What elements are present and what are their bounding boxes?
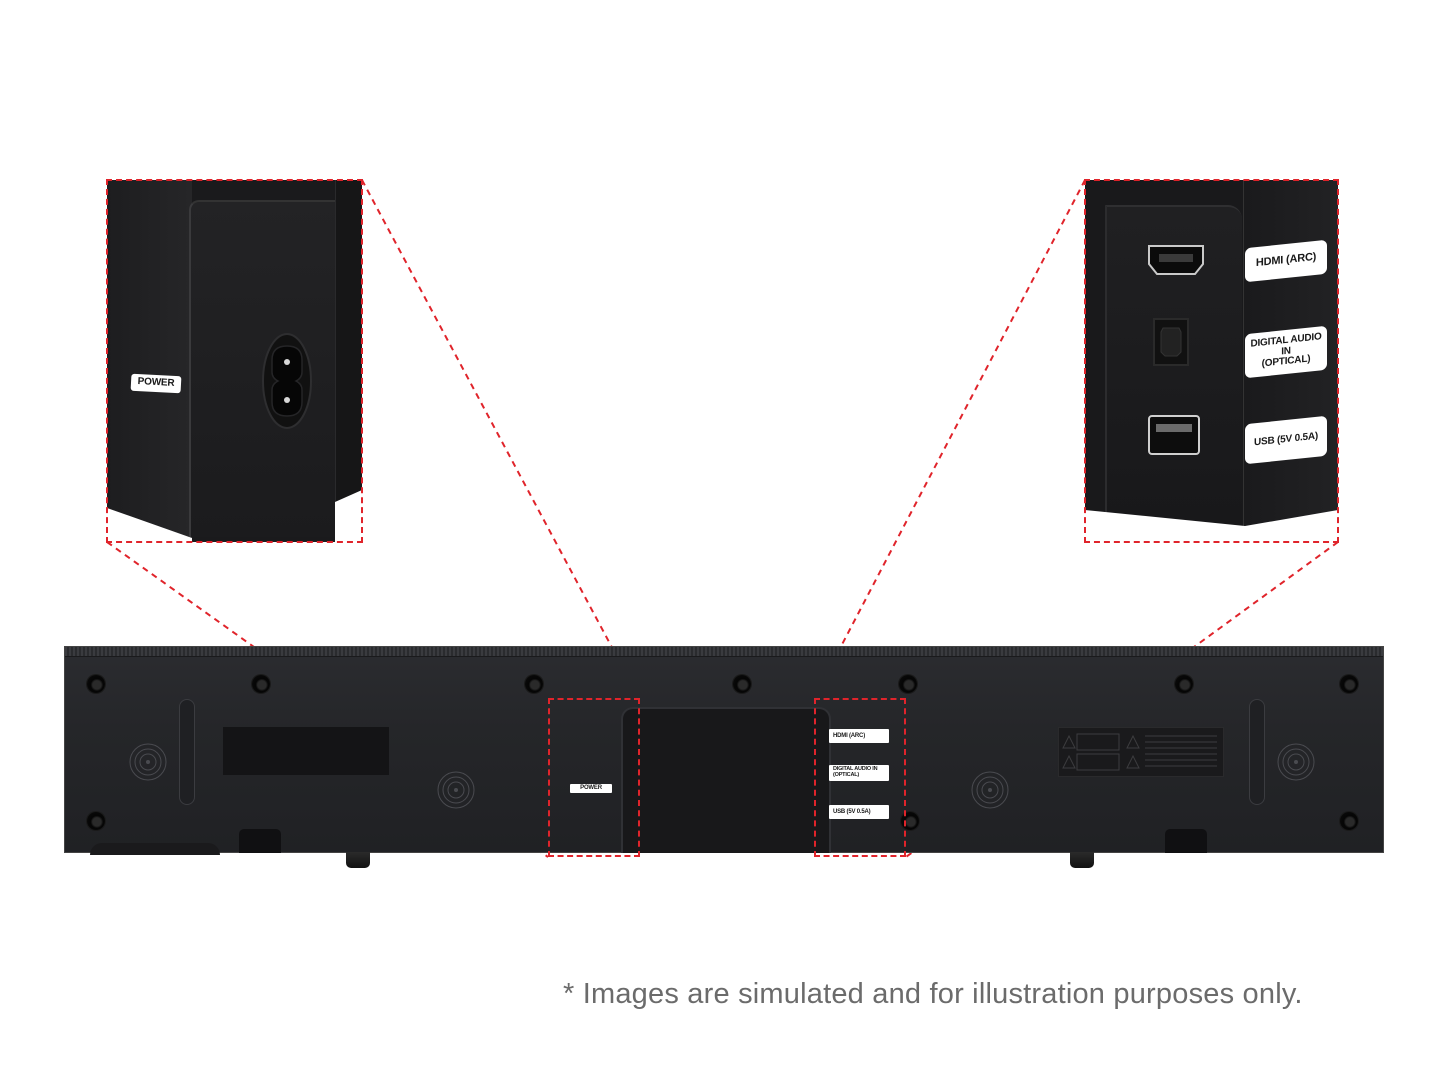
leg	[346, 852, 370, 868]
bottom-clip	[239, 829, 281, 853]
bar-optical-label: DIGITAL AUDIO IN (OPTICAL)	[829, 765, 889, 781]
power-socket-icon	[262, 333, 312, 429]
bar-usb-label: USB (5V 0.5A)	[829, 805, 889, 819]
screw-icon	[899, 675, 917, 693]
screw-icon	[252, 675, 270, 693]
bottom-clip	[1165, 829, 1207, 853]
panel-right-face	[335, 180, 362, 542]
rubber-foot-icon	[1277, 743, 1315, 781]
rubber-foot-icon	[437, 771, 475, 809]
screw-icon	[87, 812, 105, 830]
power-label: POWER	[130, 373, 182, 394]
power-closeup-panel: POWER	[107, 180, 362, 542]
mount-slot	[179, 699, 195, 805]
power-zone-highlight	[548, 698, 640, 857]
ports-closeup-panel: HDMI (ARC) DIGITAL AUDIO IN (OPTICAL) US…	[1085, 180, 1338, 542]
hdmi-port-icon	[1148, 245, 1204, 275]
bar-side-face	[107, 180, 192, 542]
screw-icon	[1340, 675, 1358, 693]
optical-label: DIGITAL AUDIO IN (OPTICAL)	[1245, 325, 1327, 379]
usb-port-icon	[1148, 415, 1200, 455]
bar-top-grille	[65, 647, 1383, 657]
screw-icon	[87, 675, 105, 693]
bar-hdmi-label: HDMI (ARC)	[829, 729, 889, 743]
optical-port-icon	[1153, 318, 1189, 366]
bottom-curve	[90, 843, 220, 855]
connector-recess	[621, 707, 831, 853]
disclaimer-text: * Images are simulated and for illustrat…	[563, 978, 1303, 1010]
screw-icon	[1340, 812, 1358, 830]
rubber-foot-icon	[129, 743, 167, 781]
bottom-edge	[107, 490, 362, 542]
mount-slot	[1249, 699, 1265, 805]
soundbar-rear: POWER HDMI (ARC) DIGITAL AUDIO IN (OPTIC…	[64, 646, 1384, 855]
bottom-edge	[1085, 510, 1338, 542]
label-plate-left	[223, 727, 389, 775]
bar-power-label: POWER	[570, 784, 612, 793]
warning-icons	[1062, 733, 1217, 771]
regulatory-label	[1058, 727, 1224, 777]
ports-zone-highlight	[814, 698, 906, 857]
screw-icon	[525, 675, 543, 693]
leg	[1070, 852, 1094, 868]
screw-icon	[733, 675, 751, 693]
screw-icon	[1175, 675, 1193, 693]
rubber-foot-icon	[971, 771, 1009, 809]
